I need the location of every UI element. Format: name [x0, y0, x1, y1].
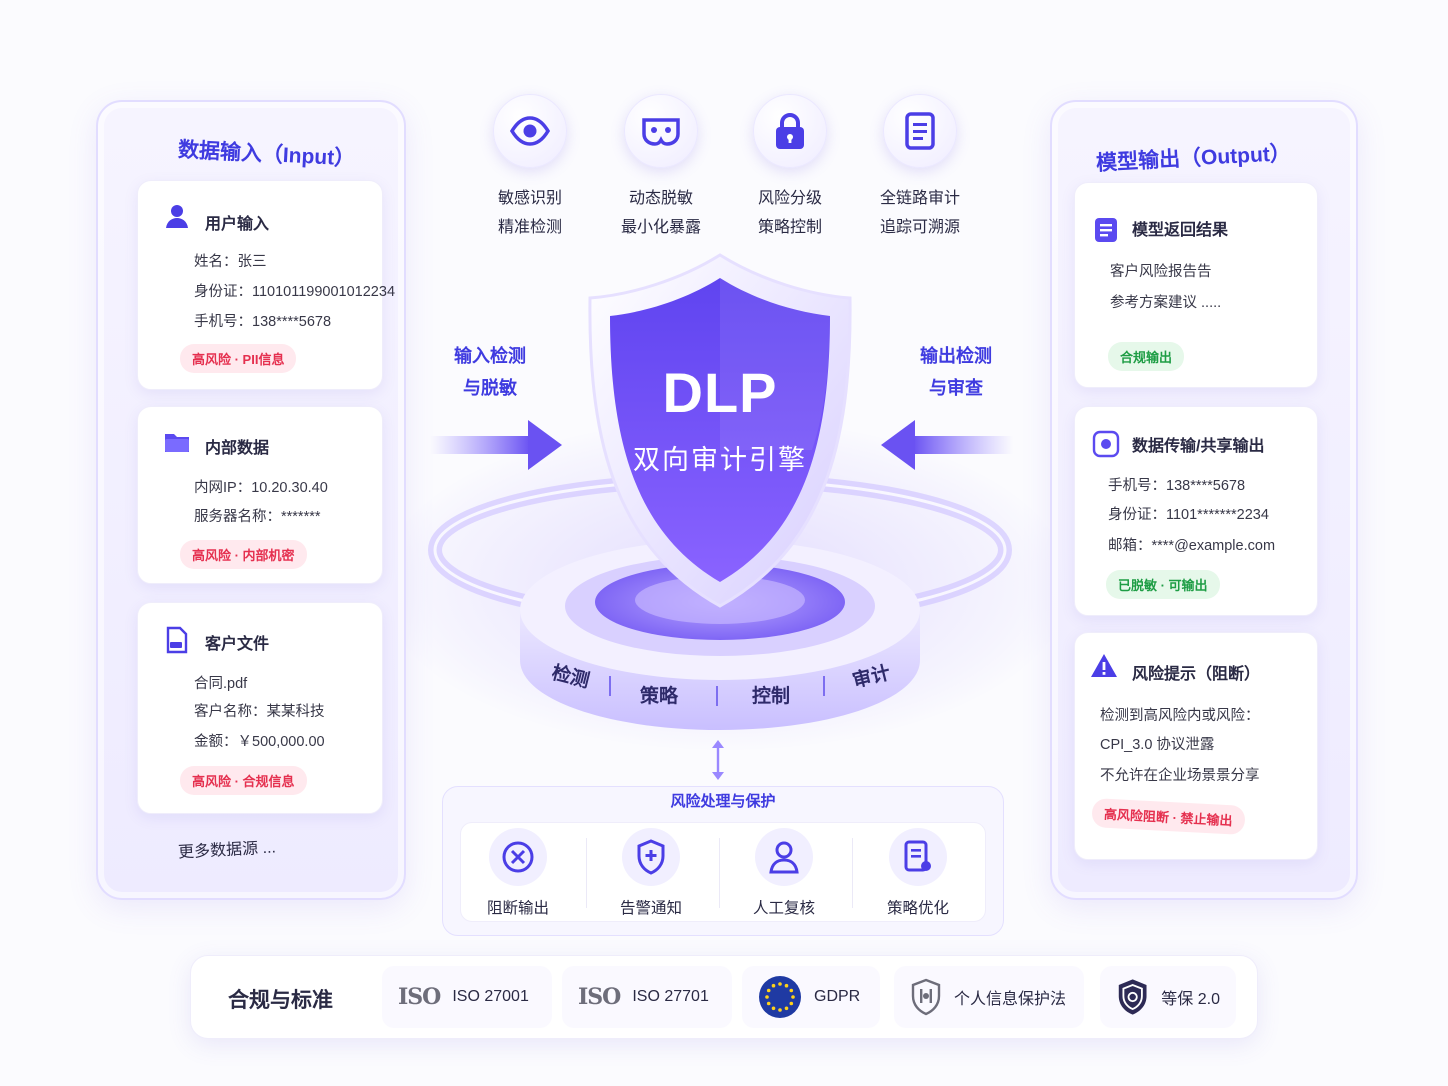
- compliance-pipl[interactable]: 个人信息保护法: [894, 966, 1084, 1028]
- card-line: 不允许在企业场景景分享: [1100, 768, 1260, 784]
- feature-label: 策略控制: [757, 219, 822, 236]
- card-line: 内网IP：10.20.30.40: [194, 480, 328, 496]
- engine-subtitle: 双向审计引擎: [633, 445, 807, 475]
- person-icon: [769, 841, 799, 874]
- ring-divider: [823, 676, 825, 696]
- feature-label: 动态脱敏: [628, 190, 693, 207]
- engine-title: DLP: [662, 361, 778, 424]
- risk-action-label: 阻断输出: [486, 900, 549, 917]
- risk-action-block[interactable]: 阻断输出: [452, 828, 584, 918]
- output-card-title: 模型返回结果: [1132, 222, 1229, 239]
- card-line: 服务器名称：*******: [194, 509, 321, 525]
- compliance-label: ISO 27701: [632, 988, 709, 1005]
- feature-label: 全链路审计: [879, 190, 960, 207]
- share-icon: [1092, 430, 1120, 458]
- iso-logo: ISO: [398, 984, 441, 1010]
- divider: [586, 838, 587, 908]
- risk-action-label: 人工复核: [752, 900, 815, 917]
- input-arrow: [430, 420, 562, 470]
- eu-flag-icon: [759, 976, 801, 1018]
- input-card-title: 客户文件: [205, 636, 270, 653]
- card-line: 邮箱：****@example.com: [1108, 538, 1276, 554]
- status-badge: 合规输出: [1108, 342, 1185, 371]
- output-card-title: 数据传输/共享输出: [1132, 438, 1265, 455]
- iso-logo: ISO: [578, 984, 621, 1010]
- risk-action-optimize[interactable]: 策略优化: [852, 828, 984, 918]
- status-badge: 已脱敏 · 可输出: [1106, 570, 1220, 599]
- compliance-iso27701[interactable]: ISO ISO 27701: [562, 966, 732, 1028]
- risk-action-alert[interactable]: 告警通知: [585, 828, 717, 918]
- folder-icon: [165, 434, 189, 452]
- dlp-engine-graphic: [428, 253, 1012, 730]
- compliance-gdpr[interactable]: GDPR: [742, 966, 880, 1028]
- card-line: 客户风险报告告: [1110, 264, 1212, 280]
- input-flow-label: 输入检测 与脱敏: [454, 346, 526, 398]
- risk-badge: 高风险 · PII信息: [180, 344, 297, 373]
- mlps-shield-icon: [1118, 979, 1147, 1015]
- risk-action-label: 策略优化: [886, 900, 949, 917]
- document-icon: [905, 112, 935, 150]
- mask-icon: [642, 118, 680, 146]
- compliance-mlps[interactable]: 等保 2.0: [1100, 966, 1236, 1028]
- card-line: 参考方案建议 .....: [1110, 295, 1222, 311]
- ring-label-policy: 策略: [640, 686, 679, 707]
- law-shield-icon: [911, 978, 941, 1016]
- file-icon: [166, 626, 188, 654]
- output-arrow: [881, 420, 1013, 470]
- ring-divider: [609, 676, 611, 696]
- compliance-label: ISO 27001: [452, 988, 529, 1005]
- compliance-label: 个人信息保护法: [954, 991, 1067, 1008]
- feature-label: 风险分级: [757, 190, 822, 207]
- divider: [719, 838, 720, 908]
- input-card-title: 用户输入: [205, 216, 270, 233]
- compliance-iso27001[interactable]: ISO ISO 27001: [382, 966, 552, 1028]
- feature-audit[interactable]: 全链路审计 追踪可溯源: [855, 94, 985, 242]
- compliance-title: 合规与标准: [228, 989, 333, 1012]
- card-line: 身份证：110101199001012234: [194, 284, 396, 300]
- feature-label: 精准检测: [497, 219, 562, 236]
- output-flow-label: 输出检测 与审查: [920, 346, 992, 398]
- ring-divider: [716, 686, 718, 706]
- card-line: CPI_3.0 协议泄露: [1100, 737, 1215, 753]
- input-card-title: 内部数据: [205, 440, 270, 457]
- double-arrow-icon: [712, 740, 724, 780]
- card-line: 客户名称：某某科技: [194, 704, 325, 720]
- user-icon: [166, 205, 188, 228]
- card-line: 手机号：138****5678: [1108, 478, 1246, 494]
- feature-label: 追踪可溯源: [879, 219, 960, 236]
- lock-icon: [776, 113, 804, 149]
- more-sources-link[interactable]: 更多数据源 ...: [177, 839, 277, 862]
- list-doc-icon: [1095, 218, 1117, 242]
- shield-alert-icon: [637, 839, 665, 875]
- risk-badge: 高风险 · 合规信息: [180, 766, 307, 795]
- block-icon: [502, 841, 534, 873]
- compliance-label: GDPR: [814, 988, 861, 1005]
- risk-action-label: 告警通知: [619, 900, 682, 917]
- policy-doc-icon: [904, 840, 931, 872]
- feature-mask[interactable]: 动态脱敏 最小化暴露: [596, 94, 726, 242]
- card-line: 手机号：138****5678: [194, 314, 332, 330]
- card-line: 合同.pdf: [194, 676, 248, 692]
- card-line: 检测到高风险内或风险：: [1100, 708, 1260, 724]
- feature-risk-level[interactable]: 风险分级 策略控制: [725, 94, 855, 242]
- warning-icon: [1091, 654, 1117, 677]
- feature-label: 最小化暴露: [620, 219, 701, 236]
- card-line: 姓名：张三: [194, 254, 267, 270]
- card-line: 金额：￥500,000.00: [194, 734, 325, 750]
- risk-badge: 高风险 · 内部机密: [180, 540, 307, 569]
- eye-icon: [510, 116, 550, 146]
- feature-detect[interactable]: 敏感识别 精准检测: [465, 94, 595, 242]
- ring-label-control: 控制: [752, 686, 791, 707]
- divider: [852, 838, 853, 908]
- output-card-title: 风险提示（阻断）: [1132, 666, 1261, 683]
- card-line: 身份证：1101*******2234: [1108, 507, 1269, 523]
- risk-handling-title: 风险处理与保护: [670, 793, 776, 810]
- feature-label: 敏感识别: [497, 190, 562, 207]
- risk-action-review[interactable]: 人工复核: [718, 828, 850, 918]
- compliance-label: 等保 2.0: [1161, 991, 1220, 1008]
